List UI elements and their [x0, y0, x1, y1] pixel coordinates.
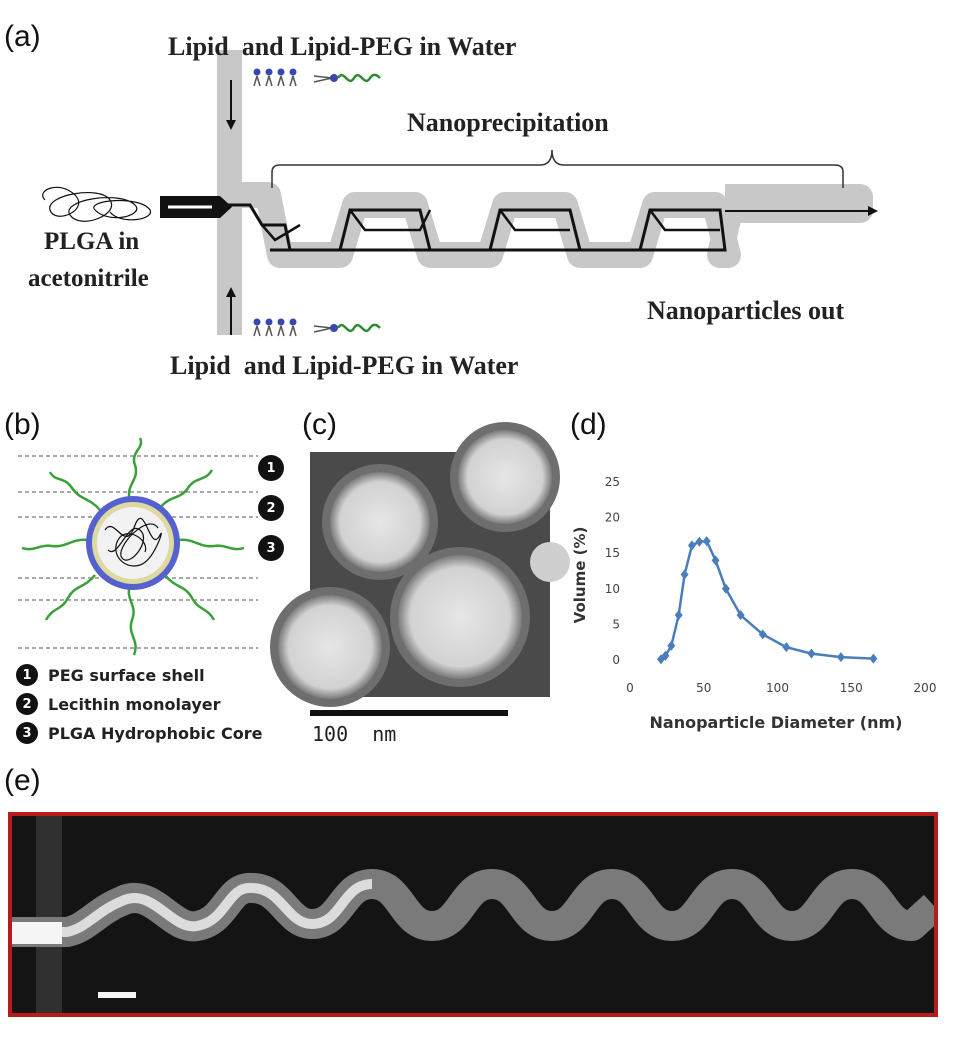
panel-d-label: (d)	[570, 408, 607, 441]
legend-text: Lecithin monolayer	[48, 694, 221, 714]
nanoprecipitation-label: Nanoprecipitation	[407, 108, 609, 137]
y-tick-label: 15	[605, 546, 620, 560]
legend-row-lecithin: 2 Lecithin monolayer	[16, 692, 221, 716]
layer-marker-2: 2	[258, 495, 284, 521]
data-point	[782, 642, 791, 653]
lipid-icons-top	[253, 68, 381, 87]
plga-inlet-label-2: acetonitrile	[28, 265, 149, 292]
chart-y-axis-label: Volume (%)	[571, 527, 589, 624]
plga-inlet-label-1: PLGA in	[44, 228, 140, 255]
panel-b-label: (b)	[4, 408, 41, 441]
lipid-icons-bottom	[253, 318, 381, 337]
data-point	[721, 583, 730, 594]
series-line	[660, 539, 874, 661]
x-tick-label: 200	[914, 681, 937, 695]
y-tick-label: 0	[612, 653, 620, 667]
data-point	[869, 653, 878, 664]
panel-a-label: (a)	[4, 20, 41, 53]
data-point	[680, 569, 689, 580]
y-tick-label: 5	[612, 617, 620, 631]
data-point	[674, 610, 683, 621]
legend-text: PLGA Hydrophobic Core	[48, 723, 263, 743]
y-tick-label: 25	[605, 475, 620, 489]
data-point	[661, 650, 670, 661]
size-distribution-chart: 0 5 10 15 20 25 0 50 100 150 200 Nanoparticle Diam…	[571, 475, 936, 732]
data-point	[695, 536, 704, 547]
data-point	[736, 610, 745, 621]
x-tick-label: 50	[696, 681, 711, 695]
chart-x-axis-label: Nanoparticle Diameter (nm)	[650, 713, 903, 732]
data-point	[836, 652, 845, 663]
data-point	[702, 536, 711, 547]
layer-marker-1: 1	[258, 455, 284, 481]
panel-c-label: (c)	[302, 408, 337, 441]
microfluidic-schematic	[42, 50, 878, 337]
data-point	[758, 629, 767, 640]
legend-text: PEG surface shell	[48, 665, 205, 685]
data-point	[807, 648, 816, 659]
nanoparticle-diagram	[18, 437, 258, 656]
y-tick-label: 20	[605, 511, 620, 525]
tem-micrograph	[270, 422, 570, 707]
fluorescence-image-frame	[8, 812, 938, 1017]
y-tick-label: 10	[605, 582, 620, 596]
data-point	[711, 555, 720, 566]
x-tick-label: 0	[626, 681, 634, 695]
data-point	[687, 540, 696, 551]
layer-marker-3: 3	[258, 535, 284, 561]
legend-number: 2	[16, 693, 38, 715]
top-inlet-label: Lipid and Lipid-PEG in Water	[168, 32, 517, 61]
fluorescence-image	[12, 816, 934, 1013]
x-tick-label: 100	[766, 681, 789, 695]
data-point	[656, 654, 665, 665]
legend-row-peg: 1 PEG surface shell	[16, 663, 205, 687]
outlet-label: Nanoparticles out	[647, 296, 845, 325]
x-tick-label: 150	[840, 681, 863, 695]
legend-number: 3	[16, 722, 38, 744]
data-point	[667, 640, 676, 651]
scale-bar	[310, 710, 508, 716]
scale-bar-label: 100 nm	[312, 722, 397, 746]
legend-row-plga: 3 PLGA Hydrophobic Core	[16, 721, 262, 745]
panel-e-label: (e)	[4, 764, 41, 797]
legend-number: 1	[16, 664, 38, 686]
bottom-inlet-label: Lipid and Lipid-PEG in Water	[170, 351, 519, 380]
